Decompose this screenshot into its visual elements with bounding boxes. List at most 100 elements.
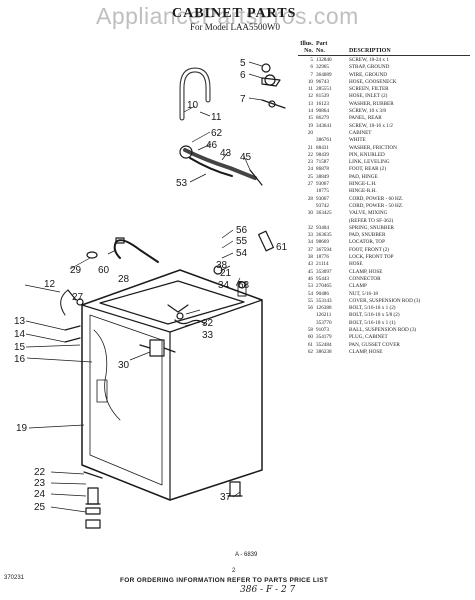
row-description: CABINET	[349, 129, 372, 136]
row-part-no: 353143	[316, 297, 332, 304]
row-part-no: 367594	[316, 246, 332, 253]
callout-58: 58	[238, 280, 250, 291]
row-description: CORD, POWER - 60 HZ.	[349, 195, 404, 202]
row-part-no: 93404	[316, 224, 329, 231]
row-illus-no	[298, 312, 316, 319]
row-description: STRAP, GROUND	[349, 64, 390, 71]
row-description: WASHER, FRICTION	[349, 144, 397, 151]
callout-23: 23	[34, 478, 46, 489]
row-part-no: 353770	[316, 319, 332, 326]
row-description: HINGE-L.H.	[349, 181, 377, 188]
callout-32: 32	[202, 318, 214, 329]
row-description: FOOT, FRONT (2)	[349, 246, 390, 253]
table-row: 20 CABINET	[298, 130, 470, 137]
row-illus-no: 7	[310, 71, 313, 78]
row-part-no: 93742	[316, 202, 329, 209]
row-illus-no: 27	[307, 181, 313, 188]
row-illus-no: 62	[307, 348, 313, 355]
row-description: WASHER, RUBBER	[349, 100, 394, 107]
row-description: CLAMP	[349, 283, 367, 290]
row-description: HOSE, GOOSENECK	[349, 78, 397, 85]
row-part-no: 95443	[316, 275, 329, 282]
page-title: CABINET PARTS	[172, 6, 297, 21]
front-foot	[229, 481, 241, 497]
drain-hose	[60, 289, 69, 316]
hinge-pad	[85, 507, 101, 515]
row-part-no: 343641	[316, 122, 332, 129]
callout-25: 25	[34, 502, 46, 513]
header-illus: Illus.	[300, 41, 313, 47]
row-illus-no: 20	[307, 129, 313, 136]
row-illus-no: 60	[307, 334, 313, 341]
callout-53: 53	[176, 178, 188, 189]
row-illus-no: 13	[307, 100, 313, 107]
inlet-hose	[183, 148, 257, 180]
callout-24: 24	[34, 489, 46, 500]
row-part-no: 90486	[316, 290, 329, 297]
row-description: CLAMP, HOSE	[349, 268, 383, 275]
callout-33: 33	[202, 330, 214, 341]
row-description: LOCATOR, TOP	[349, 239, 386, 246]
row-description: BOLT, 5/16-18 x 1 (1)	[349, 319, 396, 326]
row-description: HINGE-R.H.	[349, 188, 377, 195]
ordering-footer: FOR ORDERING INFORMATION REFER TO PARTS …	[120, 577, 329, 584]
row-illus-no: 15	[307, 115, 313, 122]
row-description: PANEL, REAR	[349, 115, 382, 122]
row-description: PAD, SNUBBER	[349, 232, 386, 239]
row-illus-no: 33	[307, 232, 313, 239]
row-description: WIRE, GROUND	[349, 71, 388, 78]
row-description: BALL, SUSPENSION ROD (3)	[349, 326, 417, 333]
row-part-no: 18775	[316, 188, 329, 195]
callout-28: 28	[118, 274, 130, 285]
row-part-no: 353097	[316, 268, 332, 275]
callout-29: 29	[70, 265, 82, 276]
callout-60: 60	[98, 265, 110, 276]
row-part-no: 71587	[316, 159, 329, 166]
row-illus-no: 58	[307, 326, 313, 333]
row-part-no: 352484	[316, 341, 332, 348]
screw-part	[261, 63, 271, 73]
callout-37: 37	[220, 492, 232, 503]
callout-10: 10	[187, 100, 199, 111]
row-illus-no: 28	[307, 195, 313, 202]
row-part-no: 90864	[316, 108, 329, 115]
callout-19: 19	[16, 423, 28, 434]
callout-12: 12	[44, 279, 56, 290]
exploded-diagram: 5 6 7 11 62 46 43 45 53 10 12 60 29 28 2…	[14, 58, 288, 529]
row-illus-no: 22	[307, 151, 313, 158]
parts-header-row-2: No. No. DESCRIPTION	[298, 48, 470, 56]
row-illus-no: 38	[307, 254, 313, 261]
row-description: NUT, 5/16-18	[349, 290, 379, 297]
row-illus-no: 25	[307, 173, 313, 180]
callout-13: 13	[14, 316, 26, 327]
row-part-no: 386761	[316, 137, 332, 144]
row-illus-no	[298, 137, 316, 144]
row-description: SCREW, 10-16 x 1/2	[349, 122, 393, 129]
row-part-no: 88431	[316, 144, 329, 151]
row-part-no: 126388	[316, 305, 332, 312]
row-part-no: 86279	[316, 115, 329, 122]
row-part-no: 93067	[316, 181, 329, 188]
